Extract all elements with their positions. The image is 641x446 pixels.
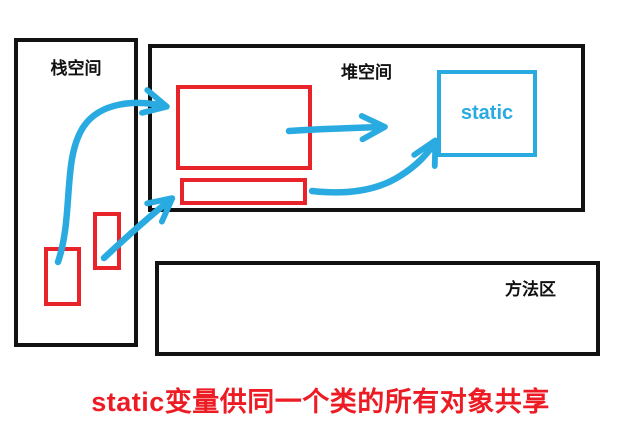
caption: static变量供同一个类的所有对象共享 [91, 387, 550, 417]
heap-ref-red-box [180, 178, 307, 205]
method-area-label: 方法区 [505, 280, 556, 299]
stack-space-label: 栈空间 [50, 59, 102, 78]
static-label: static [460, 102, 514, 124]
static-box: static [437, 70, 537, 157]
stack-var-red-box-right [93, 212, 121, 270]
stack-var-red-box-left [44, 247, 81, 306]
heap-space-label: 堆空间 [341, 63, 392, 82]
method-area-box: 方法区 [155, 261, 600, 356]
heap-object-red-box [176, 85, 312, 170]
